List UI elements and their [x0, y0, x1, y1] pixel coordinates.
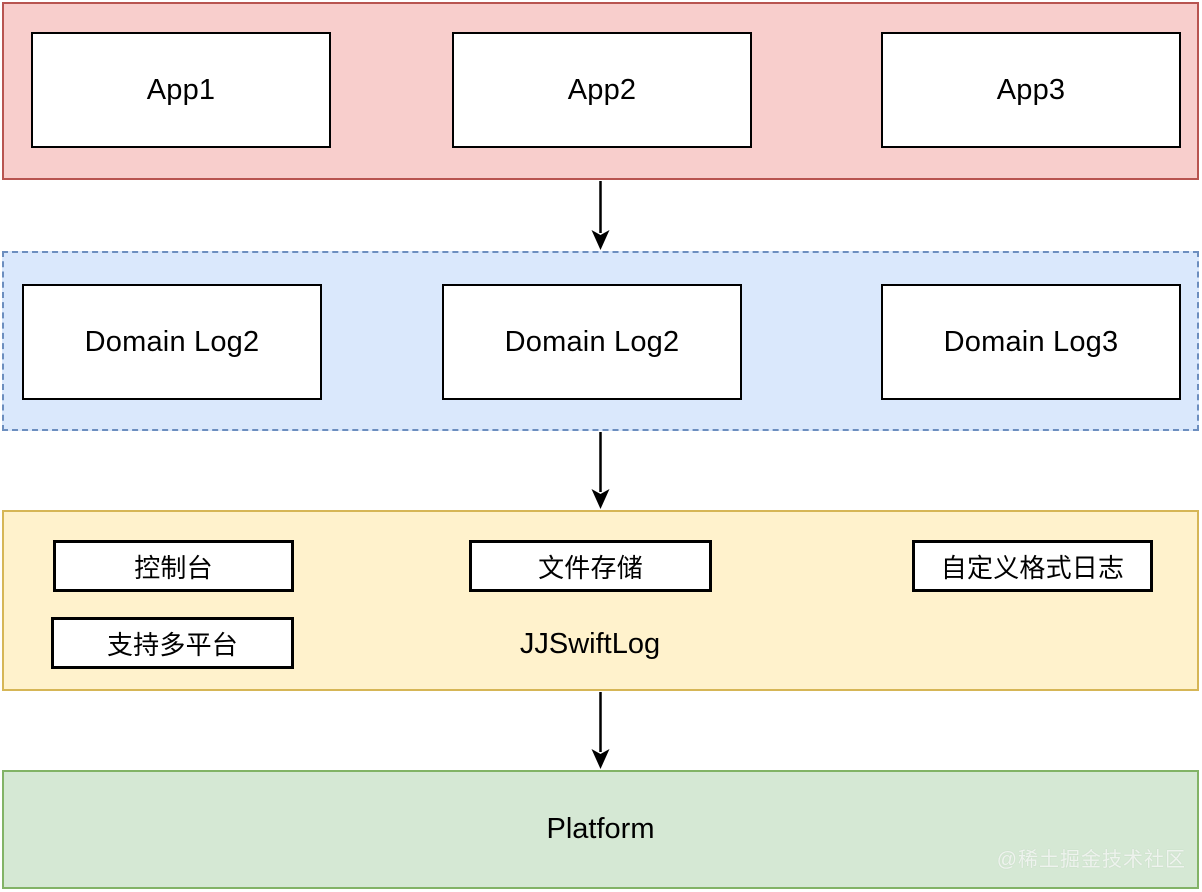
- jjswiftlog-title: JJSwiftLog: [519, 627, 661, 660]
- multi-platform-feature-box: 支持多平台: [51, 617, 294, 669]
- domain-log-box-3: Domain Log3: [881, 284, 1181, 400]
- arrow-down-log-to-platform: [591, 692, 610, 769]
- platform-layer-band: Platform: [2, 770, 1199, 889]
- arrow-down-domain-to-log: [591, 432, 610, 509]
- app2-box: App2: [452, 32, 752, 148]
- app-layer-band: App1 App2 App3: [2, 2, 1199, 180]
- jjswiftlog-layer-band: 控制台 文件存储 自定义格式日志 支持多平台 JJSwiftLog: [2, 510, 1199, 691]
- domain-log-box-1: Domain Log2: [22, 284, 322, 400]
- app1-box: App1: [31, 32, 331, 148]
- console-feature-box: 控制台: [53, 540, 294, 592]
- platform-label: Platform: [546, 813, 655, 845]
- app3-box: App3: [881, 32, 1181, 148]
- domain-log-layer-band: Domain Log2 Domain Log2 Domain Log3: [2, 251, 1199, 431]
- file-storage-feature-box: 文件存储: [469, 540, 712, 592]
- domain-log-box-2: Domain Log2: [442, 284, 742, 400]
- custom-format-feature-box: 自定义格式日志: [912, 540, 1153, 592]
- arrow-down-apps-to-domain: [591, 181, 610, 250]
- juejin-watermark: @稀土掘金技术社区: [996, 849, 1186, 871]
